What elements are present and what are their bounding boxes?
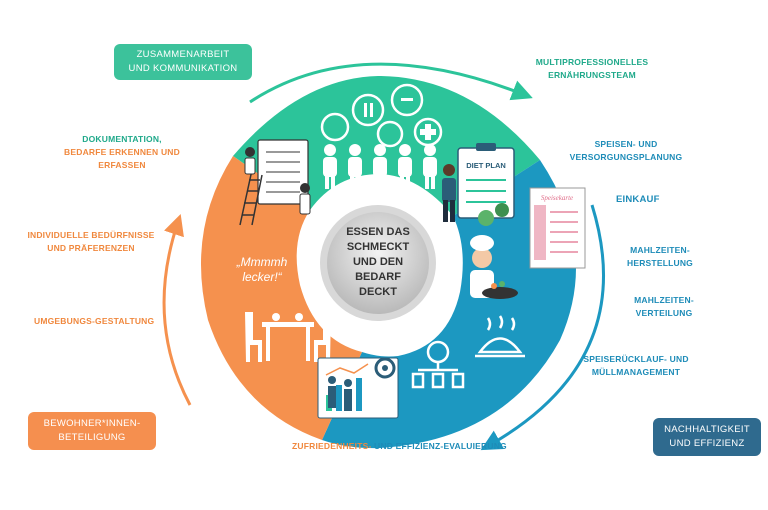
label-environment: UMGEBUNGS-GESTALTUNG xyxy=(34,316,155,326)
recycle-bins-icon xyxy=(411,340,465,389)
label-documentation-line-1: DOKUMENTATION, xyxy=(82,134,162,144)
label-team-line-1: MULTIPROFESSIONELLES xyxy=(535,57,649,67)
label-needs-line-2: UND PRÄFERENZEN xyxy=(47,243,135,253)
label-evaluation-part-2: UND EFFIZIENZ-EVALUIERUNG xyxy=(371,441,507,451)
label-documentation-line-3: ERFASSEN xyxy=(98,160,146,170)
sustain-box-line-2: UND EFFIZIENZ xyxy=(669,438,745,449)
left-arrow xyxy=(162,214,192,406)
label-waste: SPEISERÜCKLAUF- UND MÜLLMANAGEMENT xyxy=(576,353,696,379)
label-production: MAHLZEITEN- HERSTELLUNG xyxy=(610,244,710,270)
cutlery-icon xyxy=(351,93,385,127)
label-team-line-2: ERNÄHRUNGSTEAM xyxy=(548,70,636,80)
menu-card-label: Speisekarte xyxy=(541,194,573,202)
workers-figure-icon xyxy=(244,147,311,215)
quote-text: „Mmmmh lecker!“ xyxy=(236,255,288,284)
doctor-figure-icon xyxy=(442,164,456,222)
collab-box: ZUSAMMENARBEIT UND KOMMUNIKATION xyxy=(114,44,252,80)
checklist-board-icon xyxy=(257,139,309,205)
label-planning-line-1: SPEISEN- UND xyxy=(594,139,658,149)
quote-line-1: „Mmmmh xyxy=(236,255,288,269)
collab-box-line-2: UND KOMMUNIKATION xyxy=(128,63,238,74)
label-waste-line-2: MÜLLMANAGEMENT xyxy=(591,367,681,377)
center-line-5: DECKT xyxy=(359,286,397,298)
center-text: ESSEN DAS SCHMECKT UND DEN BEDARF DECKT xyxy=(346,226,410,298)
resident-box: BEWOHNER*INNEN- BETEILIGUNG xyxy=(28,412,156,450)
center-line-2: SCHMECKT xyxy=(347,241,410,253)
label-planning: SPEISEN- UND VERSORGUNGSPLANUNG xyxy=(566,138,686,164)
label-waste-line-1: SPEISERÜCKLAUF- UND xyxy=(583,354,689,364)
label-production-line-1: MAHLZEITEN- xyxy=(630,245,690,255)
sustain-box-line-1: NACHHALTIGKEIT xyxy=(664,424,750,435)
evaluation-dashboard-icon xyxy=(317,357,399,419)
label-distribution-line-2: VERTEILUNG xyxy=(635,308,693,318)
label-needs: INDIVIDUELLE BEDÜRFNISSE UND PRÄFERENZEN xyxy=(16,229,166,255)
scale-icon xyxy=(390,83,424,117)
sustain-box: NACHHALTIGKEIT UND EFFIZIENZ xyxy=(653,418,761,456)
center-line-3: UND DEN xyxy=(353,256,403,268)
vegetables-icon xyxy=(478,203,509,226)
label-planning-line-2: VERSORGUNGSPLANUNG xyxy=(569,152,683,162)
label-documentation: DOKUMENTATION, BEDARFE ERKENNEN UND ERFA… xyxy=(52,133,192,172)
plus-icon xyxy=(413,117,443,147)
label-production-line-2: HERSTELLUNG xyxy=(627,258,693,268)
resident-box-line-1: BEWOHNER*INNEN- xyxy=(43,418,141,429)
label-evaluation: ZUFRIEDENHEITS- UND EFFIZIENZ-EVALUIERUN… xyxy=(292,440,507,453)
label-purchase: EINKAUF xyxy=(616,194,660,205)
center-circle xyxy=(327,212,429,314)
team-people-icon xyxy=(323,144,437,189)
resident-box-line-2: BETEILIGUNG xyxy=(58,432,126,443)
label-needs-line-1: INDIVIDUELLE BEDÜRFNISSE xyxy=(27,230,155,240)
chef-figure-icon xyxy=(470,235,518,299)
right-arrow xyxy=(480,204,605,451)
ladder-icon xyxy=(239,169,263,226)
diet-plan-label: DIET PLAN xyxy=(466,161,506,170)
label-documentation-line-2: BEDARFE ERKENNEN UND xyxy=(64,147,180,157)
center-line-4: BEDARF xyxy=(355,271,401,283)
collab-box-line-1: ZUSAMMENARBEIT xyxy=(136,49,230,60)
speech-bubbles-icon xyxy=(320,83,443,148)
dining-table-icon xyxy=(245,312,331,362)
stethoscope-icon xyxy=(320,112,350,142)
label-distribution: MAHLZEITEN- VERTEILUNG xyxy=(614,294,714,320)
cloche-icon xyxy=(475,315,525,358)
center-line-1: ESSEN DAS xyxy=(346,226,410,238)
label-evaluation-part-1: ZUFRIEDENHEITS- xyxy=(292,441,372,451)
quote-line-2: lecker!“ xyxy=(242,270,282,284)
label-distribution-line-1: MAHLZEITEN- xyxy=(634,295,694,305)
brain-icon xyxy=(376,120,404,148)
top-arrow xyxy=(249,62,533,104)
menu-card-icon xyxy=(529,187,586,269)
label-team: MULTIPROFESSIONELLES ERNÄHRUNGSTEAM xyxy=(532,56,652,82)
diet-plan-clipboard-icon xyxy=(457,143,515,219)
